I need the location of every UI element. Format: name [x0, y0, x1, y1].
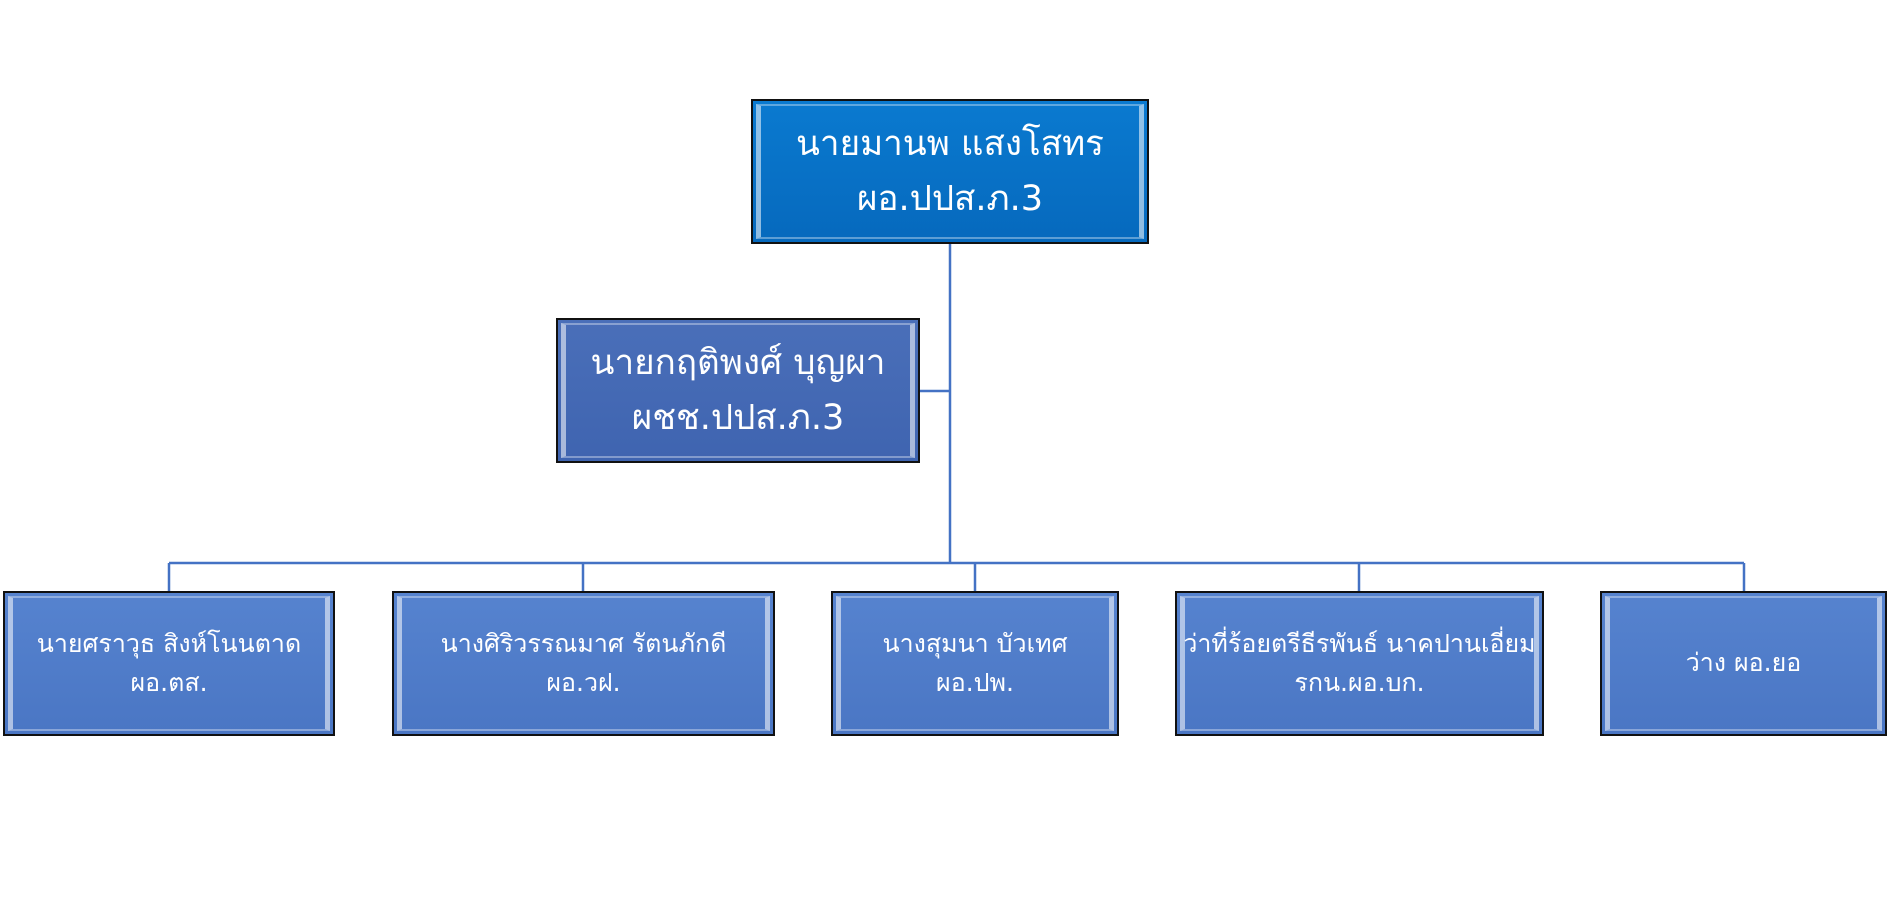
- subordinate-box: ว่าที่ร้อยตรีธีรพันธ์ นาคปานเอี่ยม รกน.ผ…: [1175, 591, 1544, 736]
- deputy-box: นายกฤติพงศ์ บุญผา ผชช.ปปส.ภ.3: [556, 318, 920, 463]
- subordinate-position: ผอ.ปพ.: [936, 667, 1014, 697]
- director-name: นายมานพ แสงโสทร: [796, 124, 1104, 165]
- subordinate-name: นางศิริวรรณมาศ รัตนภักดี: [440, 628, 727, 658]
- subordinate-name: นายศราวุธ สิงห์โนนตาด: [36, 628, 302, 658]
- subordinate-box: นางสุมนา บัวเทศ ผอ.ปพ.: [831, 591, 1119, 736]
- director-box: นายมานพ แสงโสทร ผอ.ปปส.ภ.3: [751, 99, 1149, 244]
- deputy-position: ผชช.ปปส.ภ.3: [631, 397, 845, 438]
- subordinate-position: ผอ.วฝ.: [546, 667, 621, 697]
- deputy-name: นายกฤติพงศ์ บุญผา: [590, 343, 886, 384]
- subordinate-name: นางสุมนา บัวเทศ: [882, 628, 1068, 658]
- subordinate-box: ว่าง ผอ.ยอ: [1600, 591, 1887, 736]
- subordinate-name: ว่าที่ร้อยตรีธีรพันธ์ นาคปานเอี่ยม: [1183, 628, 1536, 658]
- director-position: ผอ.ปปส.ภ.3: [856, 178, 1044, 219]
- subordinate-box: นายศราวุธ สิงห์โนนตาด ผอ.ตส.: [3, 591, 335, 736]
- subordinate-name: ว่าง ผอ.ยอ: [1685, 648, 1802, 678]
- subordinate-box: นางศิริวรรณมาศ รัตนภักดี ผอ.วฝ.: [392, 591, 775, 736]
- subordinate-position: ผอ.ตส.: [130, 667, 208, 697]
- subordinate-position: รกน.ผอ.บก.: [1294, 667, 1425, 697]
